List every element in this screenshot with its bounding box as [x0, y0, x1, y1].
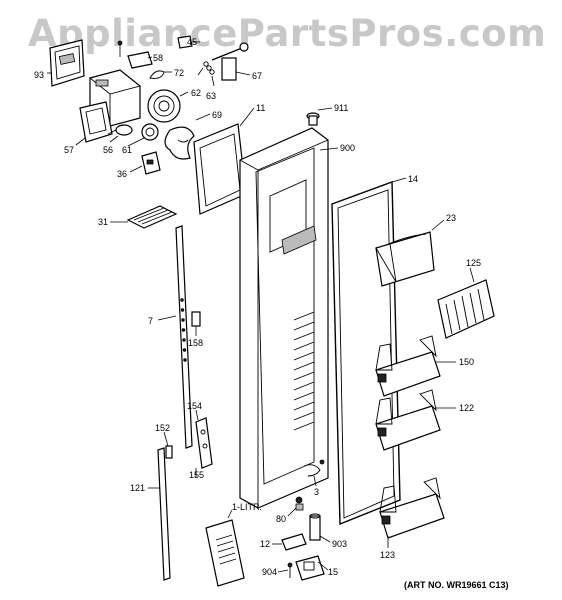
label-11: 11 [256, 103, 266, 113]
part-7-strip [157, 225, 193, 449]
label-72: 72 [174, 68, 185, 78]
part-900-door [239, 127, 339, 509]
part-122-door-bin [375, 389, 456, 451]
label-123: 123 [380, 550, 396, 560]
label-911: 911 [334, 103, 349, 113]
label-80: 80 [276, 514, 287, 524]
label-158: 158 [188, 338, 204, 348]
label-155: 155 [189, 470, 205, 480]
part-125-wire-shelf [437, 267, 495, 339]
part-61-gear [127, 123, 159, 147]
label-903: 903 [332, 539, 348, 549]
label-154: 154 [187, 401, 203, 411]
label-23: 23 [446, 213, 457, 223]
part-57-dispenser-housing [75, 69, 141, 146]
label-15: 15 [328, 567, 339, 577]
label-14: 14 [408, 174, 419, 184]
label-152: 152 [155, 423, 171, 433]
label-121: 121 [130, 483, 146, 493]
part-152-screw [163, 431, 173, 459]
label-7: 7 [148, 316, 154, 326]
label-63: 63 [206, 91, 217, 101]
label-36: 36 [117, 169, 128, 179]
label-3: 3 [314, 487, 320, 497]
part-154-bracket [195, 409, 213, 478]
label-61: 61 [122, 145, 133, 155]
part-23-dairy-bin [375, 219, 445, 287]
label-57: 57 [64, 145, 75, 155]
label-62: 62 [191, 88, 202, 98]
label-45: 45 [187, 37, 198, 47]
part-62-fan-shroud [147, 89, 189, 123]
label-904: 904 [262, 567, 278, 577]
part-150-door-bin [375, 335, 456, 397]
part-45-58-clips [117, 35, 200, 69]
label-900: 900 [340, 143, 356, 153]
label-12: 12 [260, 539, 271, 549]
door-ribs [293, 311, 315, 431]
part-911-cap [306, 107, 333, 126]
label-69: 69 [212, 110, 223, 120]
label-125: 125 [466, 258, 482, 268]
label-1-litr: 1-LITR. [232, 502, 263, 512]
part-93-control-panel [47, 39, 85, 87]
label-150: 150 [459, 357, 475, 367]
part-123-door-bin [379, 477, 445, 548]
label-58: 58 [153, 53, 164, 63]
label-31: 31 [98, 217, 109, 227]
art-number: (ART NO. WR19661 C13) [404, 580, 509, 590]
part-67-63-hinge [197, 42, 251, 87]
label-67: 67 [252, 71, 263, 81]
part-12-clip [272, 533, 307, 551]
part-69-auger-blade [164, 113, 211, 160]
part-121-strip [148, 447, 171, 581]
part-903-tube [309, 513, 331, 543]
part-literature-booklet [205, 509, 245, 587]
part-15-valve [295, 555, 329, 581]
label-56: 56 [103, 145, 114, 155]
part-904-screw [277, 562, 293, 578]
part-158 [191, 311, 201, 336]
part-36-switch [129, 151, 161, 175]
part-80-fitting [287, 496, 304, 517]
label-122: 122 [459, 403, 475, 413]
part-3-wire [303, 459, 325, 487]
watermark-text: AppliancePartsPros.com [28, 12, 547, 55]
part-31-grille [110, 205, 178, 229]
part-14-gasket [331, 177, 407, 526]
label-93: 93 [34, 70, 45, 80]
part-72 [149, 70, 172, 79]
part-56-solenoid [107, 124, 133, 143]
